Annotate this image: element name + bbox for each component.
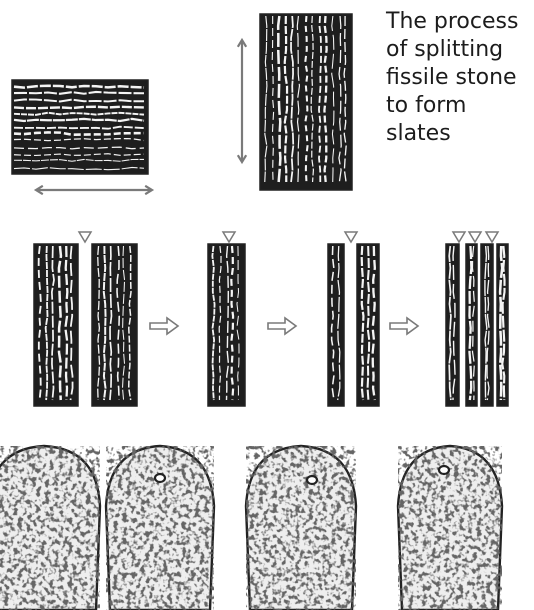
vertical-stone-block bbox=[260, 14, 352, 190]
split-stage-3-right bbox=[357, 244, 379, 406]
slate-texture bbox=[106, 446, 214, 610]
split-stage-1-right bbox=[92, 244, 137, 406]
split-triangle-icon bbox=[345, 232, 357, 242]
stone-body bbox=[446, 244, 459, 406]
split-triangle-icon bbox=[469, 232, 481, 242]
finished-slate bbox=[0, 446, 100, 610]
slate-texture bbox=[0, 446, 100, 610]
split-triangle-icon bbox=[453, 232, 465, 242]
strata-line bbox=[14, 86, 144, 88]
finished-slate bbox=[246, 446, 356, 610]
finished-slate bbox=[106, 446, 214, 610]
finished-slate bbox=[398, 446, 502, 610]
split-stage-4-a bbox=[446, 244, 459, 406]
split-stage-3-left bbox=[328, 244, 344, 406]
hollow-right-arrow-icon bbox=[150, 318, 178, 334]
split-stage-4-d bbox=[497, 244, 508, 406]
double-headed-arrow-icon bbox=[238, 40, 246, 162]
hollow-right-arrow-icon bbox=[390, 318, 418, 334]
split-triangle-icon bbox=[79, 232, 91, 242]
split-stage-4-b bbox=[466, 244, 477, 406]
double-headed-arrow-icon bbox=[36, 186, 152, 194]
horizontal-stone-block bbox=[12, 80, 148, 174]
split-triangle-icon bbox=[223, 232, 235, 242]
split-stage-1-left bbox=[34, 244, 78, 406]
split-stage-4-c bbox=[481, 244, 493, 406]
split-triangle-icon bbox=[486, 232, 498, 242]
strata-line bbox=[14, 92, 144, 94]
hollow-right-arrow-icon bbox=[268, 318, 296, 334]
stone-body bbox=[328, 244, 344, 406]
nail-hole bbox=[439, 466, 449, 474]
slate-texture bbox=[246, 446, 356, 610]
nail-hole bbox=[307, 476, 317, 484]
nail-hole bbox=[155, 474, 165, 482]
split-stage-2-block bbox=[208, 244, 245, 406]
